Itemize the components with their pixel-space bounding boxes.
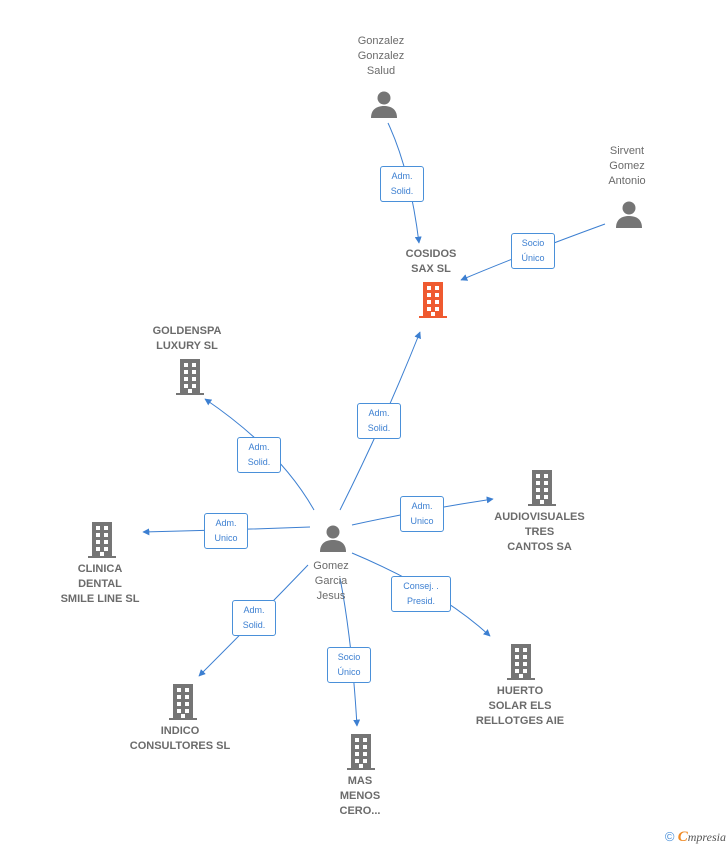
edge-label-gomez-huerto[interactable]: Consej. . Presid. [391,576,451,612]
brand-footer[interactable]: © Cmpresia [665,829,726,846]
node-label-goldenspa[interactable]: GOLDENSPA LUXURY SL [152,325,222,352]
building-icon[interactable] [88,522,116,558]
node-label-huerto[interactable]: HUERTO SOLAR ELS RELLOTGES AIE [475,685,565,727]
node-label-audiovisuales[interactable]: AUDIOVISUALES TRES CANTOS SA [494,511,585,553]
building-icon[interactable] [507,644,535,680]
person-icon[interactable] [320,525,346,553]
building-icon[interactable] [176,359,204,395]
building-icon[interactable] [528,470,556,506]
node-label-indico[interactable]: INDICO CONSULTORES SL [129,725,231,752]
person-icon[interactable] [371,91,397,119]
edge-label-gomez-cosidos[interactable]: Adm. Solid. [357,403,401,439]
edge-label-gomez-masmenos[interactable]: Socio Único [327,647,371,683]
brand-logo-letter: C [677,829,688,845]
node-label-gomez[interactable]: Gomez Garcia Jesus [313,560,349,602]
node-label-clinica[interactable]: CLINICA DENTAL SMILE LINE SL [60,563,140,605]
building-icon[interactable] [169,684,197,720]
brand-name: mpresia [687,830,726,844]
edge-label-gomez-clinica[interactable]: Adm. Unico [204,513,248,549]
edge-label-gomez-goldenspa[interactable]: Adm. Solid. [237,437,281,473]
node-label-gonzalez[interactable]: Gonzalez Gonzalez Salud [357,35,405,77]
node-label-cosidos[interactable]: COSIDOS SAX SL [405,248,457,275]
edge-gomez-masmenos[interactable] [339,577,361,727]
person-icon[interactable] [616,201,642,229]
node-label-sirvent[interactable]: Sirvent Gomez Antonio [608,145,646,187]
building-icon[interactable] [419,282,447,318]
edge-label-gomez-audiovisuales[interactable]: Adm. Unico [400,496,444,532]
edge-label-sirvent-cosidos[interactable]: Socio Único [511,233,555,269]
copyright-icon: © [664,829,675,844]
building-icon[interactable] [347,734,375,770]
edge-label-gomez-indico[interactable]: Adm. Solid. [232,600,276,636]
edge-label-gonzalez-cosidos[interactable]: Adm. Solid. [380,166,424,202]
node-label-masmenos[interactable]: MAS MENOS CERO... [339,775,381,817]
